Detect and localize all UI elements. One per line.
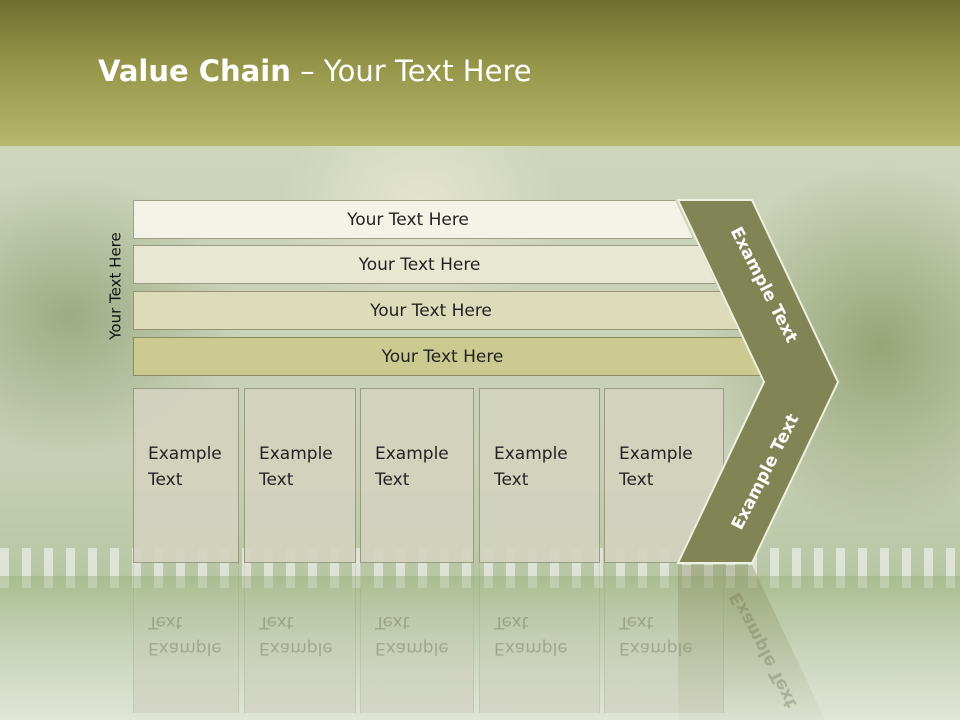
garden-background-image bbox=[0, 146, 960, 720]
column-text: Example Text bbox=[259, 444, 333, 490]
value-chain-bar-1[interactable]: Your Text Here bbox=[133, 200, 693, 239]
value-chain-column-4[interactable]: Example Text bbox=[479, 388, 600, 563]
column-text: Example Text bbox=[494, 444, 568, 490]
chevron-shape bbox=[676, 199, 840, 564]
chevron-reflection bbox=[678, 565, 826, 720]
value-chain-bar-4[interactable]: Your Text Here bbox=[133, 337, 762, 376]
column-text: Example Text bbox=[375, 444, 449, 490]
slide-title-rest: – Your Text Here bbox=[290, 54, 532, 88]
value-chain-column-1[interactable]: Example Text bbox=[133, 388, 239, 563]
bar-label: Your Text Here bbox=[358, 254, 481, 275]
value-chain-column-3[interactable]: Example Text bbox=[360, 388, 474, 563]
value-chain-bar-2[interactable]: Your Text Here bbox=[133, 245, 716, 284]
bar-label: Your Text Here bbox=[381, 346, 504, 367]
slide-title-bold: Value Chain bbox=[98, 54, 291, 88]
bar-label: Your Text Here bbox=[347, 209, 469, 230]
column-text: Example Text bbox=[619, 444, 693, 490]
bar-label: Your Text Here bbox=[370, 300, 492, 321]
value-chain-bar-3[interactable]: Your Text Here bbox=[133, 291, 739, 330]
title-bar: Value Chain – Your Text Here bbox=[0, 0, 960, 146]
slide-title: Value Chain – Your Text Here bbox=[98, 54, 532, 88]
value-chain-column-2[interactable]: Example Text bbox=[244, 388, 356, 563]
column-text: Example Text bbox=[148, 444, 222, 490]
